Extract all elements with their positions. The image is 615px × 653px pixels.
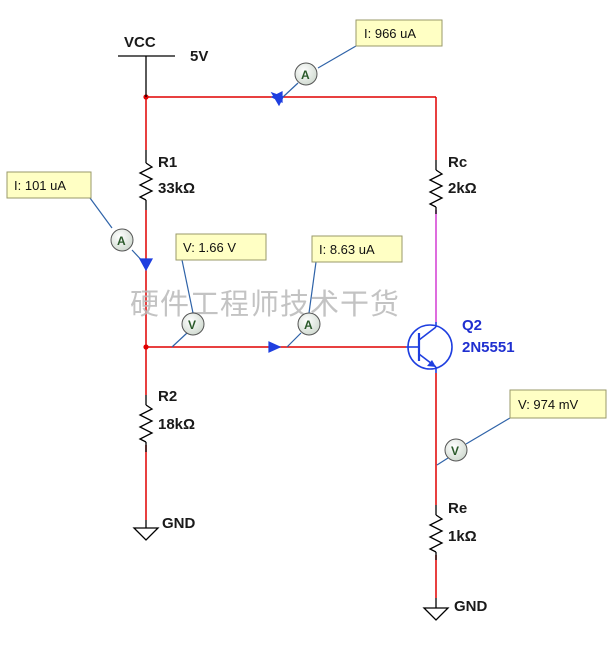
rc-name: Rc [448,154,467,171]
watermark: 硬件工程师技术干货 [130,287,400,321]
q2-name: Q2 [462,317,482,334]
svg-text:A: A [301,68,310,82]
current-arrow-icon [270,91,283,103]
resistor-r2[interactable] [138,395,154,452]
ground-right-label: GND [454,598,488,615]
probe-value: I: 966 uA [364,26,416,41]
rc-value: 2kΩ [448,180,477,197]
vcc-label: VCC [124,34,156,51]
ammeter-icon [110,228,134,252]
svg-text:A: A [117,234,126,248]
voltmeter-icon [444,438,468,462]
svg-text:V: V [188,318,196,332]
probe-value: I: 101 uA [14,178,66,193]
current-arrow-icon [268,341,282,353]
re-name: Re [448,500,467,517]
probe-box [311,235,403,263]
vcc-symbol [118,55,175,97]
probe-box [509,389,607,419]
probe-box [355,19,443,47]
r1-value: 33kΩ [158,180,195,197]
r2-value: 18kΩ [158,416,195,433]
ground-left-symbol [132,520,160,541]
probe-box [6,171,92,199]
ammeter-icon [297,312,321,336]
probe-value: I: 8.63 uA [319,242,375,257]
probe-current-base[interactable]: A I: 8.63 uA [286,235,403,348]
resistor-rc[interactable] [428,160,444,214]
probe-current-total[interactable]: A I: 966 uA [270,19,443,107]
probe-box [175,233,267,261]
probe-voltage-emitter[interactable]: V V: 974 mV [436,389,607,466]
probe-value: V: 974 mV [518,397,579,412]
vcc-value: 5V [190,48,208,65]
resistor-re[interactable] [428,505,444,560]
svg-text:V: V [451,444,459,458]
transistor-q2[interactable] [406,322,453,373]
voltmeter-icon [181,312,205,336]
probe-value: V: 1.66 V [183,240,236,255]
ammeter-icon [294,62,318,86]
ground-right-symbol [422,598,450,621]
probe-arrow-icon [138,258,154,272]
svg-text:A: A [304,318,313,332]
r1-name: R1 [158,154,177,171]
re-value: 1kΩ [448,528,477,545]
probe-current-r1[interactable]: A I: 101 uA [6,171,154,272]
resistor-r1[interactable] [138,150,154,210]
junction-base [143,344,149,350]
r2-name: R2 [158,388,177,405]
probe-voltage-base[interactable]: V V: 1.66 V [171,233,267,348]
ground-left-label: GND [162,515,196,532]
q2-part: 2N5551 [462,339,515,356]
